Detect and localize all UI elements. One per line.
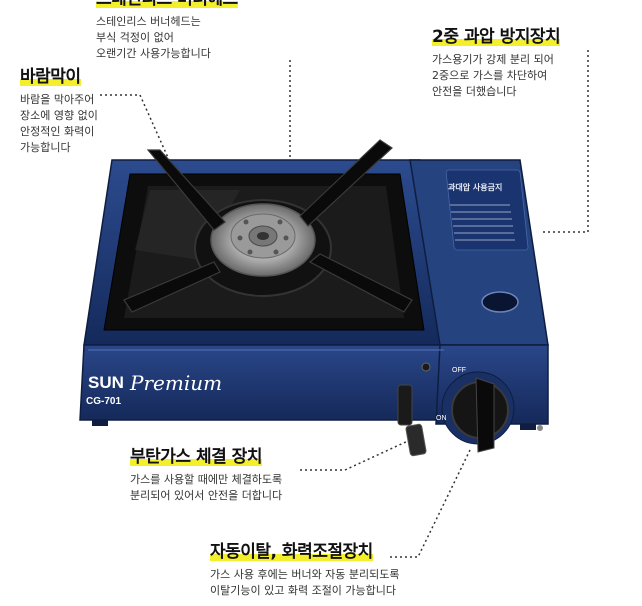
feature-lock-line: 가스를 사용할 때에만 체결하도록 — [130, 473, 283, 486]
feature-ignite-line: 이탈기능이 있고 화력 조절이 가능합니다 — [210, 584, 397, 597]
feature-burner-desc: 스테인리스 버너헤드는 부식 걱정이 없어 오랜기간 사용가능합니다 — [96, 14, 238, 62]
leader-lines — [100, 50, 589, 558]
feature-pressure-line: 안전을 더했습니다 — [432, 85, 517, 98]
pot-support-arms — [123, 139, 413, 313]
feature-wind-heading: 바람막이 — [20, 66, 81, 88]
feature-windshield: 바람막이 바람을 막아주어 장소에 영향 없이 안정적인 화력이 가능합니다 — [20, 66, 98, 156]
feature-burner-heading: 스테인리스 버너헤드 — [96, 0, 238, 10]
feature-ignite-heading: 자동이탈, 화력조절장치 — [210, 541, 373, 563]
gas-lock-lever — [397, 384, 413, 426]
feature-ignite-desc: 가스 사용 후에는 버너와 자동 분리되도록 이탈기능이 있고 화력 조절이 가… — [210, 567, 400, 599]
feature-burner-line: 스테인리스 버너헤드는 — [96, 15, 201, 28]
feature-overpressure: 2중 과압 방지장치 가스용기가 강제 분리 되어 2중으로 가스를 차단하여 … — [432, 26, 561, 100]
feature-lock-line: 분리되어 있어서 안전을 더합니다 — [130, 489, 283, 502]
feature-burner-head: 스테인리스 버너헤드 스테인리스 버너헤드는 부식 걱정이 없어 오랜기간 사용… — [96, 0, 238, 62]
leader-wind — [100, 94, 179, 181]
knob-off-label: OFF — [452, 367, 466, 374]
feature-burner-line: 오랜기간 사용가능합니다 — [96, 47, 211, 60]
feature-wind-line: 바람을 막아주어 — [20, 93, 95, 106]
cartridge-window — [481, 291, 519, 313]
feature-gas-lock: 부탄가스 체결 장치 가스를 사용할 때에만 체결하도록 분리되어 있어서 안전… — [130, 446, 282, 504]
knob-on-label: ON — [436, 415, 447, 422]
feature-lock-desc: 가스를 사용할 때에만 체결하도록 분리되어 있어서 안전을 더합니다 — [130, 472, 282, 504]
cartridge-panel-text: 과대압 사용금지 — [448, 182, 502, 192]
feature-wind-line: 가능합니다 — [20, 141, 71, 154]
feature-pressure-desc: 가스용기가 강제 분리 되어 2중으로 가스를 차단하여 안전을 더했습니다 — [432, 52, 560, 100]
feature-ignite-line: 가스 사용 후에는 버너와 자동 분리되도록 — [210, 568, 400, 581]
cartridge-label-panel — [445, 169, 529, 251]
feature-burner-line: 부식 걱정이 없어 — [96, 31, 174, 44]
feature-auto-release: 자동이탈, 화력조절장치 가스 사용 후에는 버너와 자동 분리되도록 이탈기능… — [210, 541, 400, 599]
feature-wind-line: 장소에 영향 없이 — [20, 109, 98, 122]
feature-wind-line: 안정적인 화력이 — [20, 125, 95, 138]
feature-pressure-heading: 2중 과압 방지장치 — [432, 26, 561, 48]
feature-lock-heading: 부탄가스 체결 장치 — [130, 446, 262, 468]
feature-pressure-line: 2중으로 가스를 차단하여 — [432, 69, 548, 82]
leader-pressure — [540, 50, 589, 233]
leader-lock — [300, 439, 411, 471]
feature-wind-desc: 바람을 막아주어 장소에 영향 없이 안정적인 화력이 가능합니다 — [20, 92, 98, 156]
brand-sun: SUN — [88, 373, 124, 392]
feature-pressure-line: 가스용기가 강제 분리 되어 — [432, 53, 554, 66]
leader-ignite — [390, 449, 471, 558]
burner-ports — [237, 219, 289, 255]
series-premium: Premium — [129, 371, 222, 395]
model-number: CG-701 — [86, 396, 121, 407]
